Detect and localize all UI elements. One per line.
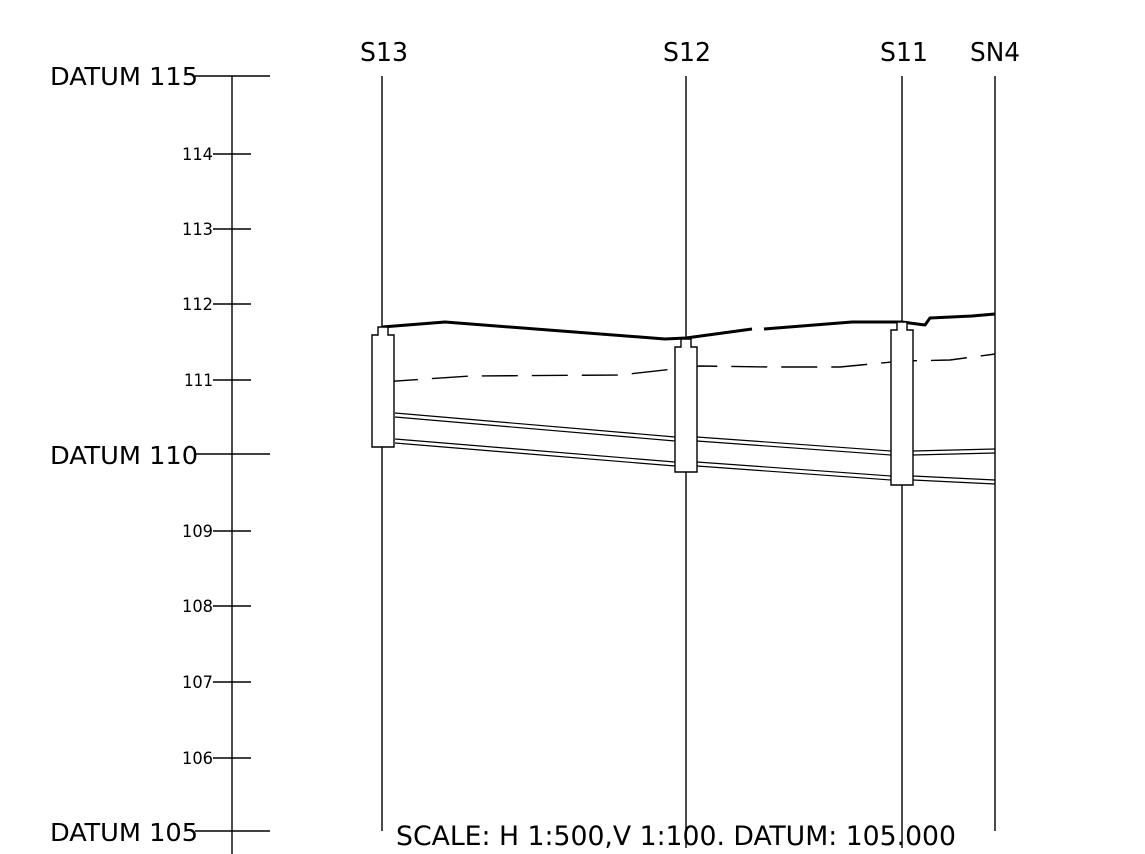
level-106-label: 106 [182,749,213,769]
manhole-s11-label: S11 [880,38,928,68]
dashed-level-line [381,353,996,383]
manhole-s11-chamber [890,321,914,486]
ground-line-segment-2 [763,312,996,331]
manhole-s12-chamber [674,338,698,473]
level-109-label: 109 [182,522,213,542]
level-scale [195,75,270,854]
datum-110-label: DATUM 110 [50,441,198,470]
manhole-s13-chamber [371,326,395,448]
pipe-top-line-lower [394,416,996,456]
pipe-invert-lines [394,412,996,485]
datum-115-label: DATUM 115 [50,62,198,91]
ground-surface-line [381,312,996,341]
level-108-label: 108 [182,597,213,617]
pipe-top-line-upper [394,412,996,452]
ground-line-segment-1 [381,320,753,341]
level-107-label: 107 [182,673,213,693]
level-113-label: 113 [182,220,213,240]
manhole-s12-label: S12 [663,38,711,68]
datum-105-label: DATUM 105 [50,818,198,847]
manhole-sn4-label: SN4 [970,38,1020,68]
level-111-label: 111 [184,371,213,391]
manhole-s13-label: S13 [360,38,408,68]
level-112-label: 112 [182,295,213,315]
pipe-bottom-line-lower [394,442,996,485]
scale-caption: SCALE: H 1:500,V 1:100. DATUM: 105.000 [396,821,956,852]
level-114-label: 114 [182,145,213,165]
pipe-bottom-line-upper [394,438,996,481]
manhole-chambers [371,321,914,486]
